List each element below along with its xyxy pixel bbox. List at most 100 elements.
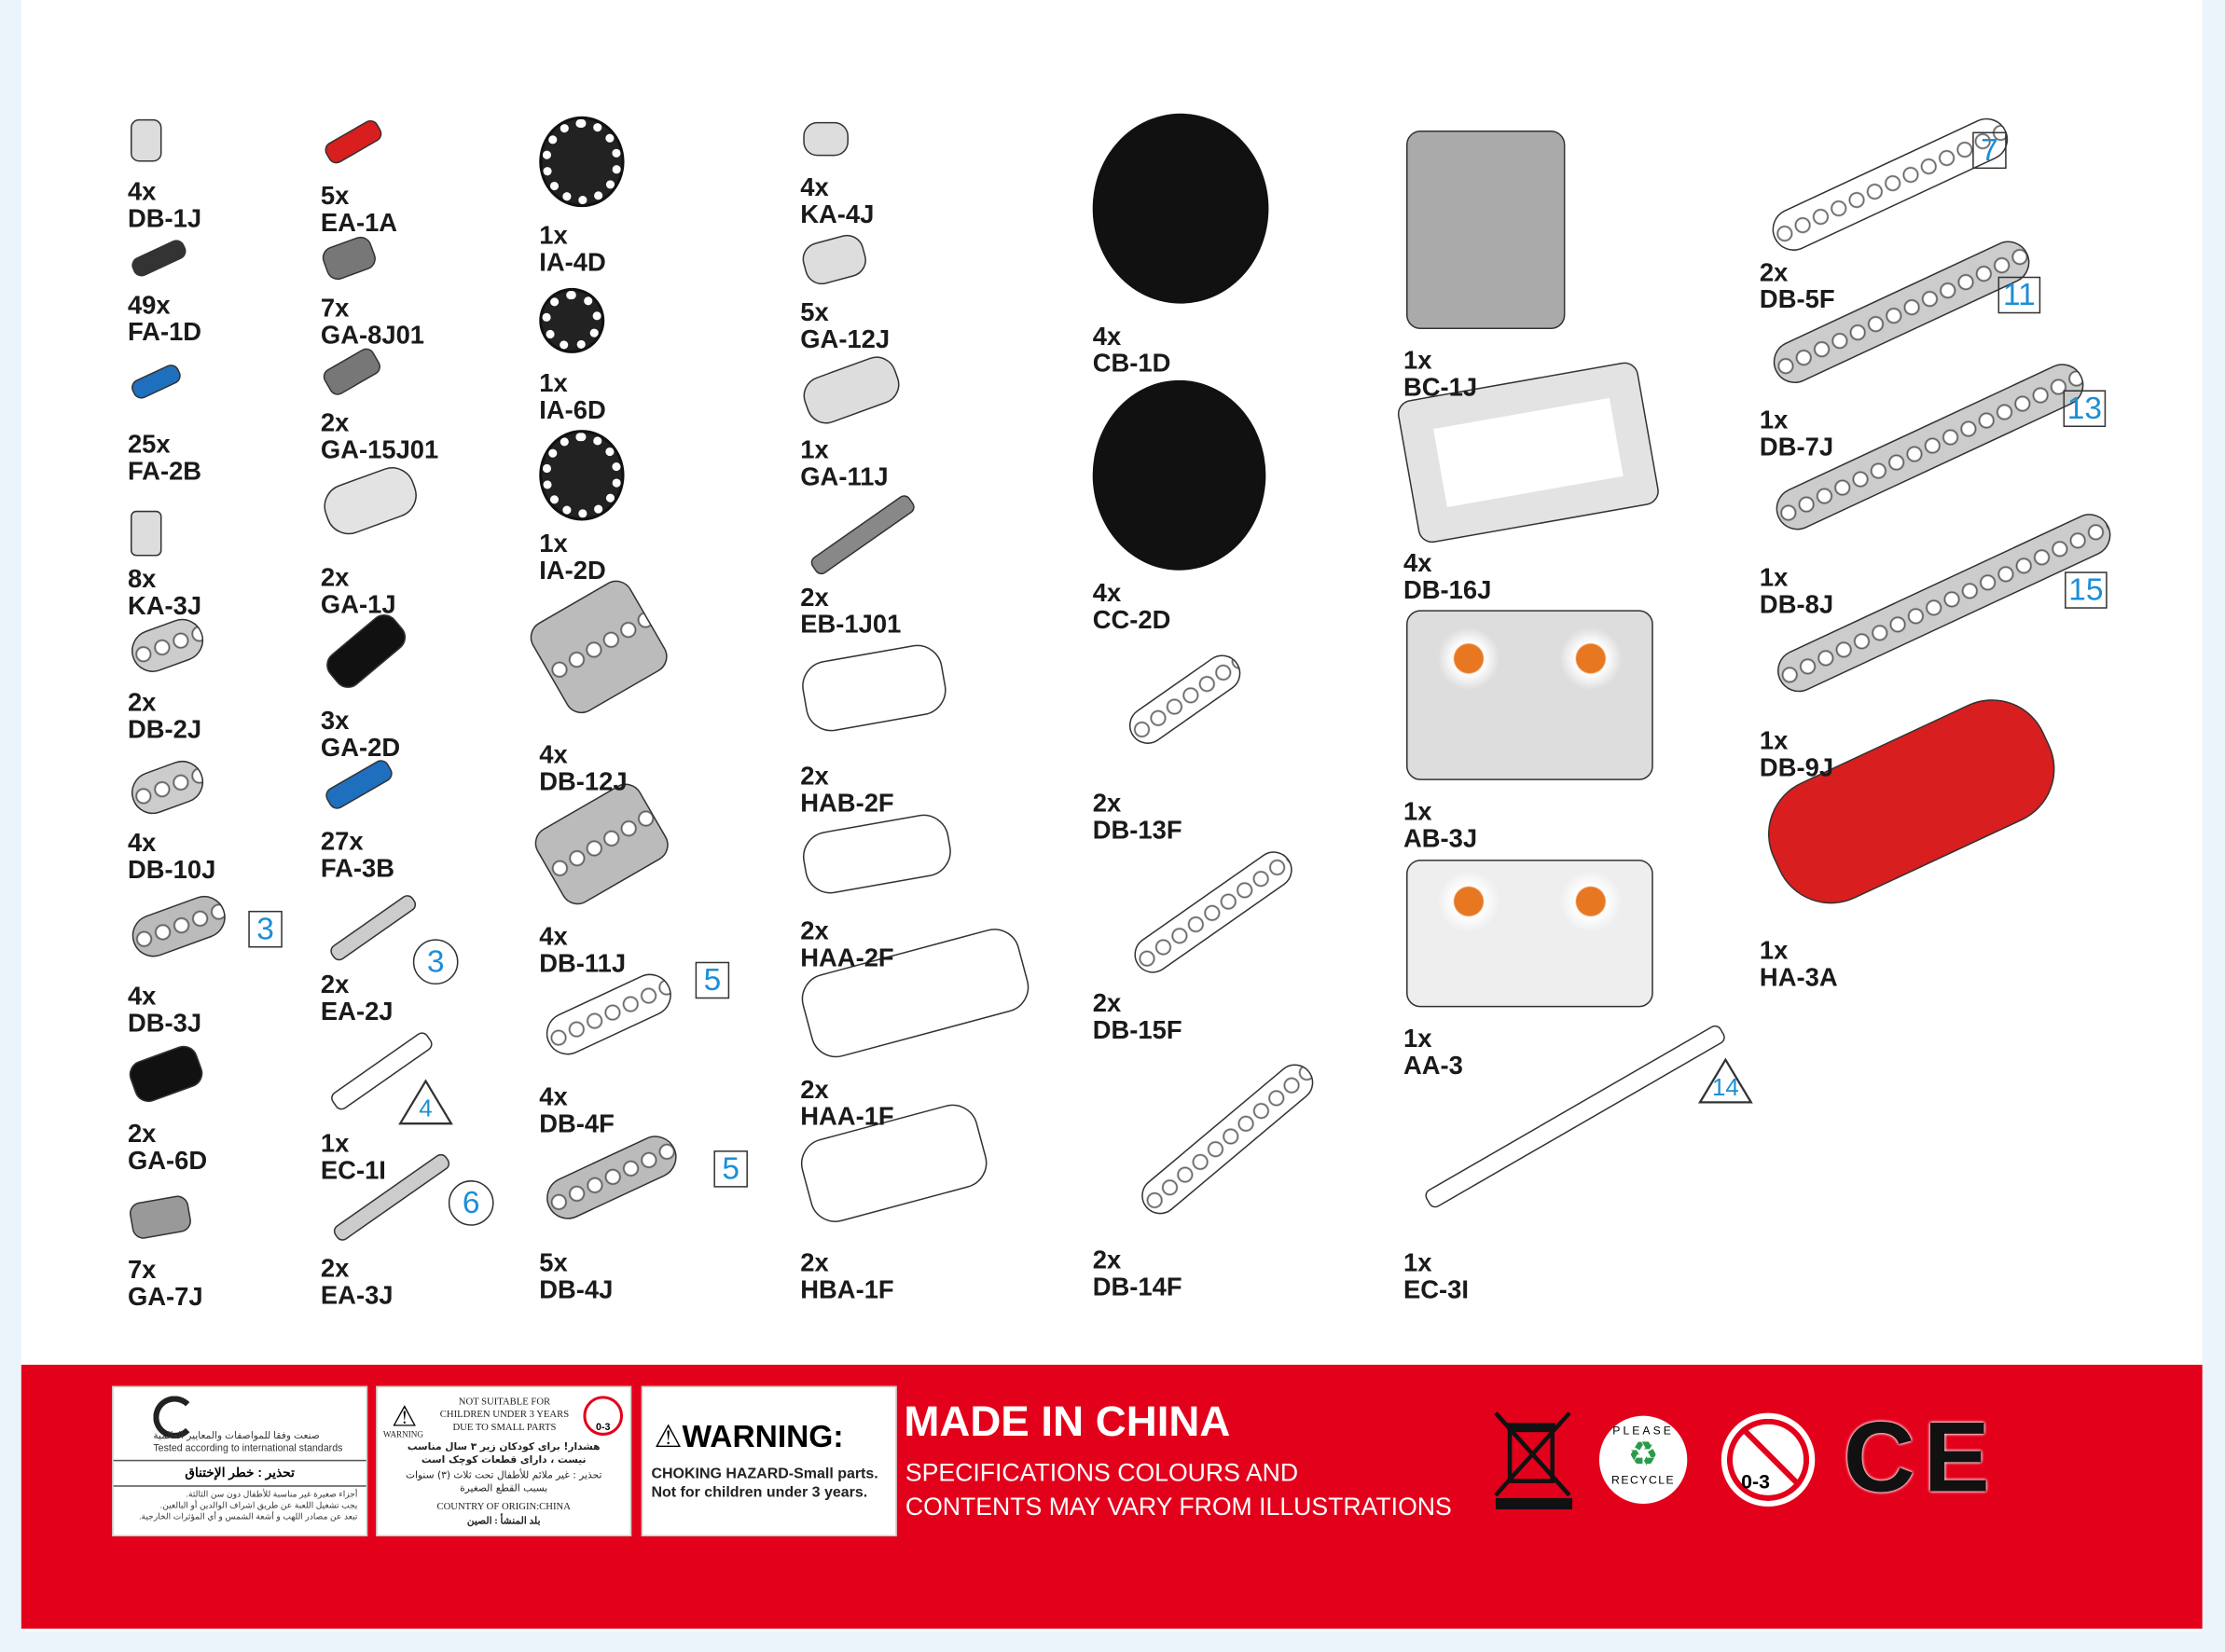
persian-warning: هشدار! برای کودکان زیر ۳ سال مناسب نیست … <box>407 1441 601 1466</box>
part-code: HBA-1F <box>800 1275 894 1304</box>
part-quantity: 2x <box>320 1254 350 1283</box>
part-code: DB-9J <box>1759 753 1834 782</box>
blk-part-icon <box>320 608 412 695</box>
cyl-part-icon <box>130 510 162 557</box>
not-suitable-text: NOT SUITABLE FOR CHILDREN UNDER 3 YEARS … <box>439 1396 570 1433</box>
part-code: KA-3J <box>127 591 202 620</box>
length-marker-triangle: 4 <box>397 1078 454 1126</box>
arabic-warning-title: تحذير : خطر الإختناق <box>113 1459 366 1487</box>
part-code: DB-13F <box>1092 815 1182 845</box>
part-quantity: 4x <box>127 982 157 1011</box>
axle-part-icon <box>1422 1023 1728 1211</box>
length-marker-square: 5 <box>695 961 730 999</box>
part-code: DB-8J <box>1759 590 1834 619</box>
part-quantity: 1x <box>1759 726 1789 755</box>
spec-line-1: SPECIFICATIONS COLOURS AND <box>905 1458 1299 1487</box>
no-under-3-icon: 0-3 <box>583 1396 624 1436</box>
warning-heading: ⚠WARNING: <box>655 1419 844 1456</box>
recycle-arrows-icon: ♻ <box>1627 1435 1659 1475</box>
beam-part-icon <box>1122 647 1249 751</box>
part-code: GA-12J <box>800 324 891 353</box>
part-quantity: 4x <box>1403 548 1432 578</box>
part-quantity: 4x <box>539 922 568 951</box>
warning-triangle-icon: ⚠ <box>391 1401 418 1433</box>
axle-part-icon <box>808 492 918 578</box>
part-quantity: 2x <box>127 688 157 717</box>
part-code: GA-8J01 <box>320 320 425 350</box>
part-quantity: 2x <box>800 1075 829 1104</box>
part-code: EA-2J <box>320 997 394 1026</box>
part-quantity: 1x <box>800 435 829 464</box>
part-code: BC-1J <box>1403 373 1478 402</box>
part-quantity: 1x <box>539 529 568 558</box>
beam-part-icon <box>1134 1056 1321 1222</box>
beam-part-icon <box>539 967 679 1062</box>
standards-label: صنعت وفقا للمواصفات والمعايير العالمية T… <box>112 1385 368 1537</box>
gear-part-icon <box>542 433 622 518</box>
part-quantity: 1x <box>539 368 568 398</box>
part-code: EC-3I <box>1403 1275 1469 1304</box>
part-quantity: 2x <box>1759 257 1789 287</box>
axle-part-icon <box>327 892 420 964</box>
recycle-top: PLEASE <box>1612 1424 1674 1438</box>
beam-part-icon <box>1126 844 1300 981</box>
part-quantity: 2x <box>127 1119 157 1149</box>
panel-part-icon <box>1748 681 2074 923</box>
marker-number: 3 <box>426 943 445 979</box>
part-code: DB-4J <box>539 1275 614 1304</box>
length-marker-square: 7 <box>1972 131 2007 170</box>
beam-part-icon <box>125 613 210 679</box>
part-code: DB-11J <box>539 949 627 978</box>
blk-part-icon <box>125 1041 207 1107</box>
beam-part-icon <box>126 889 232 963</box>
part-code: GA-7J <box>127 1282 203 1312</box>
pin-part-icon <box>322 756 396 813</box>
part-code: DB-2J <box>127 714 202 744</box>
part-code: DB-7J <box>1759 433 1834 461</box>
standards-arabic: صنعت وفقا للمواصفات والمعايير العالمية <box>153 1431 320 1442</box>
blk-part-icon <box>319 233 380 283</box>
part-code: EB-1J01 <box>800 610 902 639</box>
beam-part-icon <box>125 754 210 820</box>
part-code: FA-1D <box>127 317 202 347</box>
part-code: HAB-2F <box>800 789 894 818</box>
country-of-origin: COUNTRY OF ORIGIN:CHINA <box>436 1500 571 1513</box>
length-marker-square: 15 <box>2065 571 2108 609</box>
part-code: HAA-2F <box>800 943 894 972</box>
bullet: يجب تشغيل اللعبة عن طريق اشراف الوالدين … <box>159 1502 358 1511</box>
part-quantity: 1x <box>1759 563 1789 592</box>
beam-part-icon <box>529 777 675 911</box>
part-code: FA-2B <box>127 456 202 486</box>
part-code: CB-1D <box>1092 349 1171 378</box>
part-quantity: 7x <box>127 1255 157 1285</box>
wheel-part-icon <box>1095 382 1264 568</box>
part-code: HAA-1F <box>800 1102 894 1131</box>
part-code: DB-16J <box>1403 575 1492 605</box>
part-code: GA-2D <box>320 733 401 763</box>
pin-part-icon <box>129 237 189 280</box>
marker-number: 11 <box>2002 276 2036 312</box>
part-quantity: 1x <box>1403 1024 1432 1053</box>
marker-number: 5 <box>703 961 722 998</box>
country-arabic: بلد المنشأ : الصين <box>466 1515 541 1527</box>
part-code: AB-3J <box>1403 824 1478 853</box>
standards-text: Tested according to international standa… <box>153 1444 343 1454</box>
part-code: GA-15J01 <box>320 435 439 464</box>
part-quantity: 2x <box>320 970 350 999</box>
marker-number: 15 <box>2068 571 2104 608</box>
part-code: HA-3A <box>1759 963 1838 992</box>
bullet: أجزاء صغيرة غير مناسبة للأطفال دون سن ال… <box>186 1491 358 1500</box>
arabic-warning: تحذير : غير ملائم للأطفال تحت ثلاث (٣) س… <box>405 1469 602 1494</box>
part-quantity: 2x <box>320 563 350 592</box>
pin-part-icon <box>322 117 385 167</box>
part-code: DB-15F <box>1092 1015 1182 1044</box>
blk-part-icon <box>798 810 956 898</box>
part-code: CC-2D <box>1092 605 1171 635</box>
part-code: FA-3B <box>320 854 395 883</box>
footer-band: صنعت وفقا للمواصفات والمعايير العالمية T… <box>21 1364 2203 1629</box>
part-code: DB-14F <box>1092 1272 1182 1301</box>
choking-text-1: CHOKING HAZARD-Small parts. <box>651 1465 878 1483</box>
part-quantity: 27x <box>320 827 364 856</box>
cyl-part-icon <box>803 121 849 157</box>
